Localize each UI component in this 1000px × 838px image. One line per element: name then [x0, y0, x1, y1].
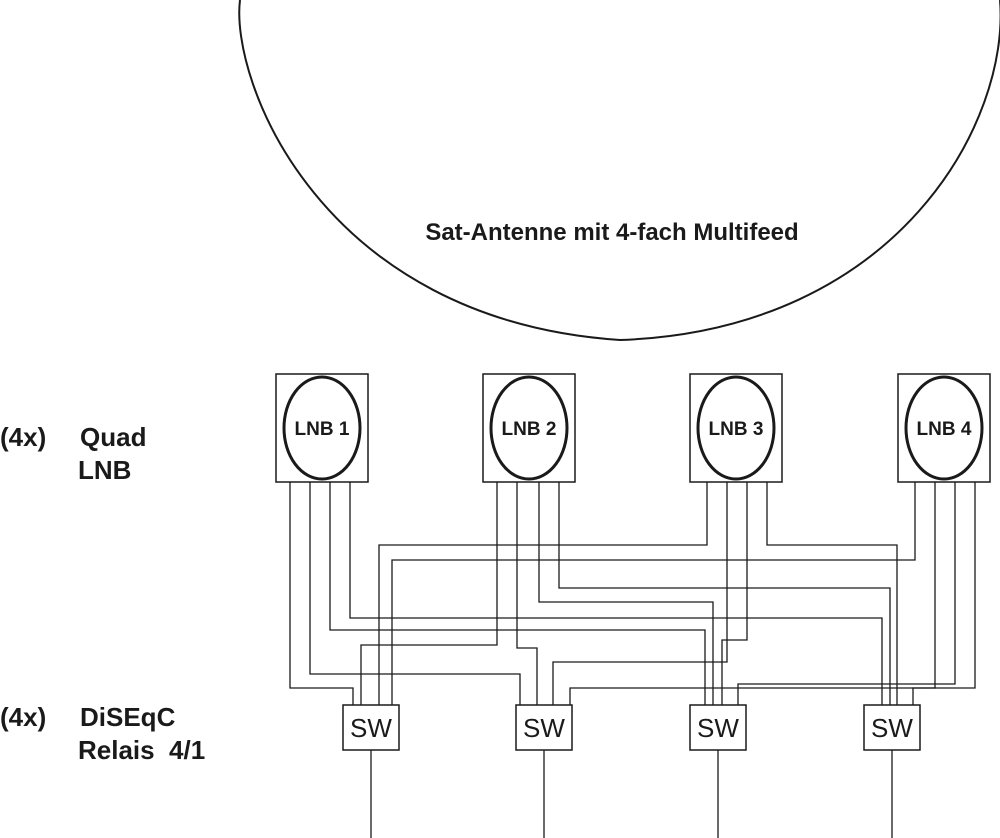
switch-4-box	[863, 704, 921, 751]
wire-lnb3-sw1	[378, 482, 708, 705]
lnb-4-label: LNB 4	[917, 419, 972, 440]
wire-lnb2-sw1	[360, 482, 498, 705]
lnb-1: LNB 1	[275, 373, 369, 483]
lnb-2: LNB 2	[482, 373, 576, 483]
switch-1-label: SW	[350, 713, 392, 743]
lnb-4: LNB 4	[897, 373, 991, 483]
lnb-1-ellipse	[282, 375, 362, 481]
wire-lnb3-sw2	[552, 482, 728, 705]
wiring	[289, 482, 976, 705]
switch-4: SW	[863, 704, 921, 838]
lnb-3-label: LNB 3	[709, 419, 764, 440]
wire-lnb4-sw3	[737, 482, 956, 705]
switch-2-box	[515, 704, 573, 751]
wire-lnb2-sw3	[538, 482, 714, 705]
lnb-type-line1: Quad	[80, 422, 147, 452]
wire-lnb4-sw2	[569, 482, 936, 705]
wire-lnb3-sw3	[721, 482, 748, 705]
dish-label: Sat-Antenne mit 4-fach Multifeed	[425, 219, 798, 246]
lnb-4-ellipse	[904, 375, 984, 481]
lnb-2-label: LNB 2	[502, 419, 557, 440]
lnb-1-label: LNB 1	[295, 419, 350, 440]
lnb-4-box	[897, 373, 991, 483]
dish-outline	[238, 0, 1000, 342]
lnb-3-ellipse	[696, 375, 776, 481]
switch-type-line1: DiSEqC	[80, 702, 176, 732]
lnb-type-line2: LNB	[78, 455, 132, 485]
wire-lnb3-sw4	[766, 482, 898, 705]
switch-count-label: (4x)	[0, 702, 47, 732]
lnb-3-box	[689, 373, 783, 483]
wire-lnb1-sw1	[289, 482, 354, 705]
wire-lnb2-sw4	[558, 482, 891, 705]
lnb-count-label: (4x)	[0, 422, 47, 452]
switch-2: SW	[515, 704, 573, 838]
switch-1: SW	[342, 704, 400, 838]
switch-4-label: SW	[871, 713, 913, 743]
switch-type-line2: Relais 4/1	[78, 735, 206, 765]
switch-3-label: SW	[697, 713, 739, 743]
switch-3: SW	[689, 704, 747, 838]
wire-lnb2-sw2	[516, 482, 538, 705]
wire-lnb1-sw4	[349, 482, 883, 705]
lnb-3: LNB 3	[689, 373, 783, 483]
wire-lnb1-sw2	[309, 482, 521, 705]
wire-lnb4-sw1	[391, 482, 916, 705]
lnb-1-box	[275, 373, 369, 483]
lnb-2-ellipse	[489, 375, 569, 481]
lnb-2-box	[482, 373, 576, 483]
switch-2-label: SW	[523, 713, 565, 743]
wire-lnb4-sw4	[912, 482, 976, 705]
